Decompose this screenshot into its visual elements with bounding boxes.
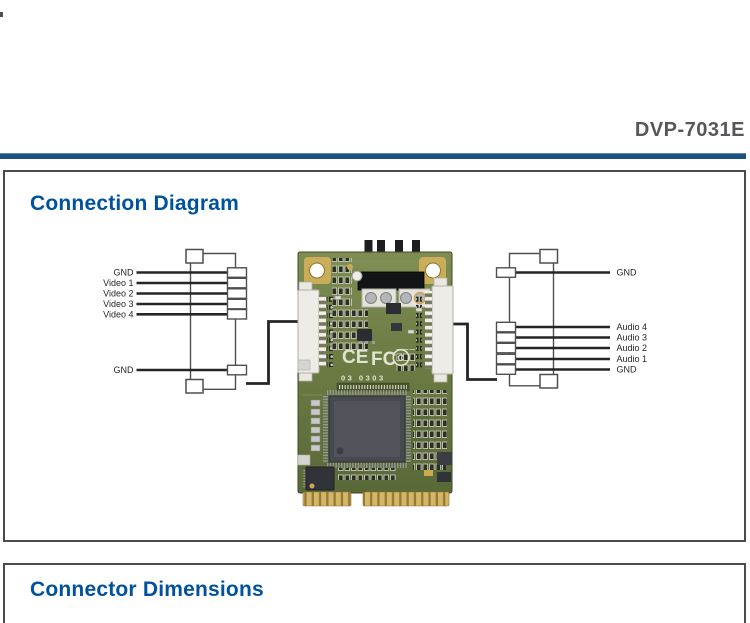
right-wafer-connector [416, 277, 454, 383]
right-pin-row [495, 267, 517, 375]
header-pins-icon [364, 240, 420, 256]
silkscreen-marks: CE FC C 03 0303 [341, 347, 410, 383]
fcc-c-mark: C [398, 353, 405, 363]
right-bottom-square [539, 373, 559, 389]
label-audio-2: Audio 2 [617, 343, 648, 353]
connection-diagram-figure: GND Video 1 Video 2 Video 3 Video 4 GND … [103, 240, 648, 507]
pin-leader-lines [136, 271, 610, 372]
left-pin-row [226, 267, 248, 376]
left-pin-labels: GND Video 1 Video 2 Video 3 Video 4 GND [103, 268, 134, 376]
silkscreen-code: 03 0303 [341, 374, 386, 383]
left-top-square [185, 248, 204, 264]
small-chip [303, 466, 335, 491]
page-edge-mark [0, 12, 3, 17]
fcc-circle-icon [392, 348, 410, 367]
label-video-1: Video 1 [103, 278, 133, 288]
right-connector-schematic [495, 248, 559, 389]
product-code: DVP-7031E [634, 119, 745, 141]
section-title-connection-diagram: Connection Diagram [30, 192, 239, 215]
datasheet-page: DVP-7031E Connection Diagram Connector D… [0, 12, 746, 623]
label-video-3: Video 3 [103, 299, 133, 309]
fcc-mark: FC [371, 349, 397, 370]
right-connector-rail [508, 252, 540, 387]
metal-caps [361, 288, 431, 308]
main-chip [323, 390, 411, 468]
label-gnd-top-right: GND [617, 268, 638, 278]
left-board-link [246, 320, 310, 385]
left-bottom-square [185, 378, 204, 394]
pin-header-block [357, 271, 425, 291]
right-pin-labels: GND Audio 4 Audio 3 Audio 2 Audio 1 GND [617, 268, 648, 375]
label-video-4: Video 4 [103, 310, 133, 320]
pcb-components [297, 258, 452, 482]
edge-connector [302, 491, 450, 507]
left-connector-rail [203, 252, 237, 390]
label-audio-3: Audio 3 [617, 333, 648, 343]
mounting-holes [304, 257, 446, 284]
right-top-square [539, 248, 559, 264]
capture-board-photo: CE FC C 03 0303 [297, 240, 454, 507]
footprint-row [336, 382, 410, 392]
label-gnd-bottom-right: GND [617, 365, 638, 375]
left-connector-schematic [185, 248, 248, 394]
label-gnd-top-left: GND [114, 268, 135, 278]
ce-mark: CE [342, 347, 368, 368]
label-audio-1: Audio 1 [617, 354, 648, 364]
label-video-2: Video 2 [103, 289, 133, 299]
header-rule [0, 153, 746, 159]
label-audio-4: Audio 4 [617, 322, 648, 332]
label-gnd-bottom-left: GND [114, 365, 135, 375]
